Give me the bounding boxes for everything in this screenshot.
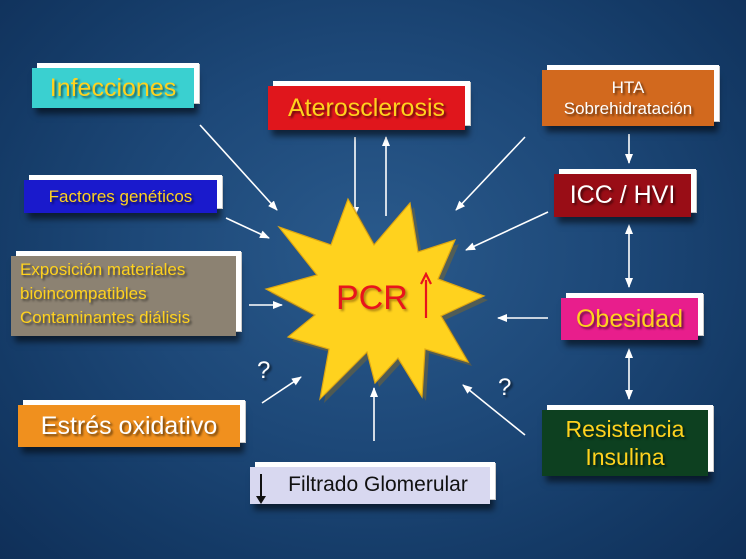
- resistencia-insulina-box: Resistencia Insulina: [542, 410, 708, 476]
- insulina-label: Insulina: [585, 444, 665, 470]
- arrow-resistencia-to-pcr: [462, 384, 526, 436]
- aterosclerosis-label: Aterosclerosis: [288, 93, 445, 122]
- estres-oxidativo-label: Estrés oxidativo: [40, 411, 218, 440]
- pcr-center-label: PCR: [336, 279, 408, 317]
- infecciones-label: Infecciones: [49, 73, 177, 102]
- uncertain-mark-left: ?: [257, 357, 271, 384]
- sobrehidratacion-label: Sobrehidratación: [563, 98, 693, 118]
- arrow-factores-geneticos-to-pcr: [225, 217, 270, 239]
- arrow-infecciones-to-pcr: [199, 124, 278, 211]
- exposicion-line2: bioincompatibles: [20, 283, 147, 303]
- icc-hvi-label: ICC / HVI: [569, 181, 676, 210]
- increase-arrow-icon: [420, 272, 432, 318]
- arrow-hta-to-pcr: [455, 136, 526, 211]
- exposicion-materiales-box: Exposición materiales bioincompatibles C…: [11, 256, 236, 336]
- hta-label: HTA: [611, 77, 645, 97]
- estres-oxidativo-box: Estrés oxidativo: [18, 405, 240, 447]
- filtrado-glomerular-label: Filtrado Glomerular: [288, 473, 468, 497]
- resistencia-label: Resistencia: [565, 415, 685, 442]
- icc-hvi-box: ICC / HVI: [554, 174, 691, 217]
- hta-sobrehidratacion-box: HTA Sobrehidratación: [542, 70, 714, 126]
- decrease-arrow-icon: [256, 474, 266, 504]
- exposicion-line1: Exposición materiales: [20, 260, 186, 279]
- factores-geneticos-box: Factores genéticos: [24, 180, 217, 213]
- infecciones-box: Infecciones: [32, 68, 194, 108]
- uncertain-mark-right: ?: [498, 374, 512, 401]
- filtrado-glomerular-box: Filtrado Glomerular: [250, 467, 490, 504]
- arrow-icc-to-pcr: [465, 211, 549, 251]
- obesidad-box: Obesidad: [561, 298, 698, 340]
- factores-geneticos-label: Factores genéticos: [48, 186, 193, 206]
- exposicion-line3: Contaminantes diálisis: [20, 307, 191, 327]
- aterosclerosis-box: Aterosclerosis: [268, 86, 465, 130]
- obesidad-label: Obesidad: [575, 304, 684, 333]
